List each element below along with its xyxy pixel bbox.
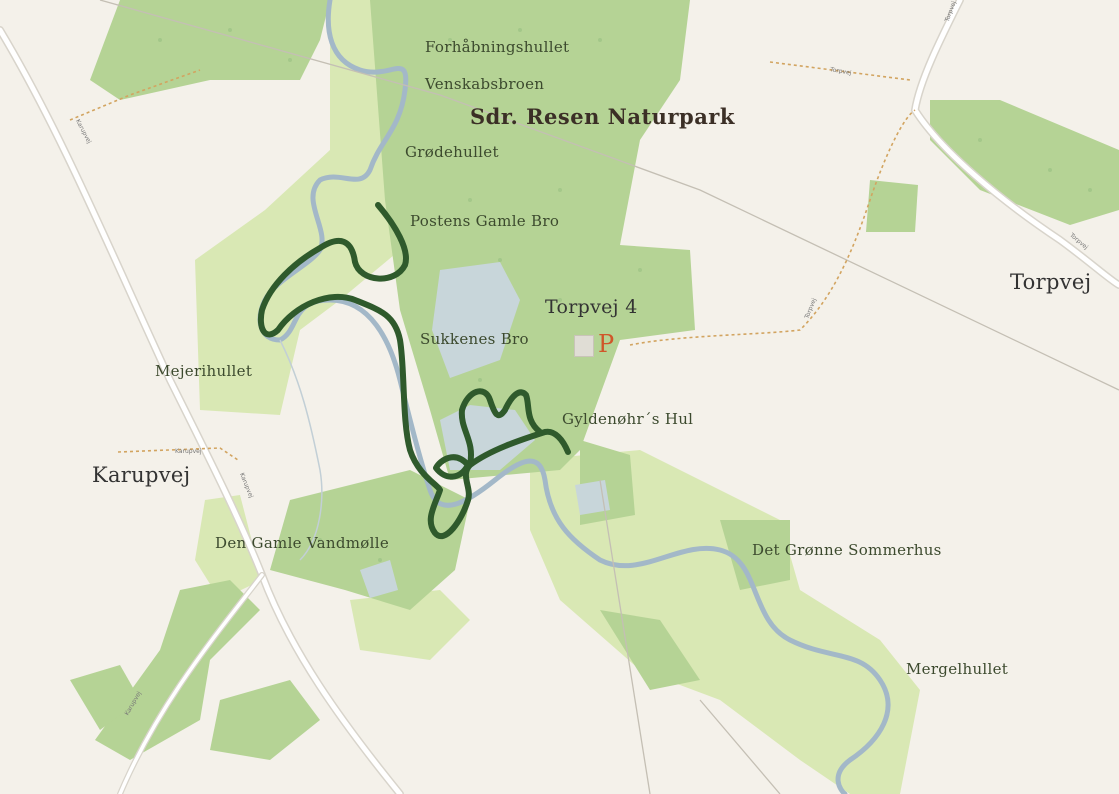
label-mejerihullet[interactable]: Mejerihullet [155,362,253,380]
stream-branch [279,339,323,561]
road-label-torpvej: Torpvej [1010,270,1092,294]
label-postens-gamle-bro[interactable]: Postens Gamle Bro [410,212,560,230]
label-mergelhullet[interactable]: Mergelhullet [906,660,1009,678]
hiking-trail [257,202,571,539]
label-den-gamle-vandmolle[interactable]: Den Gamle Vandmølle [215,534,390,552]
label-grodehullet[interactable]: Grødehullet [405,143,499,161]
label-forhabningshullet[interactable]: Forhåbningshullet [425,38,570,56]
stream [257,0,891,794]
hiking-trail-loop [433,388,543,480]
label-gyldenohrs-hul[interactable]: Gyldenøhr´s Hul [562,410,694,428]
label-venskabsbroen[interactable]: Venskabsbroen [425,75,545,93]
label-det-gronne-sommerhus[interactable]: Det Grønne Sommerhus [752,541,942,559]
parking-marker[interactable]: P [572,330,628,360]
building-icon [574,335,594,357]
road-label-karupvej: Karupvej [92,463,191,487]
minor-paths [99,0,1119,794]
address-label: Torpvej 4 [545,296,638,318]
water-bodies [360,262,610,598]
forest-texture [158,28,1092,562]
dashed-paths [69,61,916,461]
park-title: Sdr. Resen Naturpark [470,104,735,129]
label-sukkenes-bro[interactable]: Sukkenes Bro [420,330,529,348]
road-label-small: Karupvej [175,448,202,455]
parking-icon: P [598,330,615,358]
